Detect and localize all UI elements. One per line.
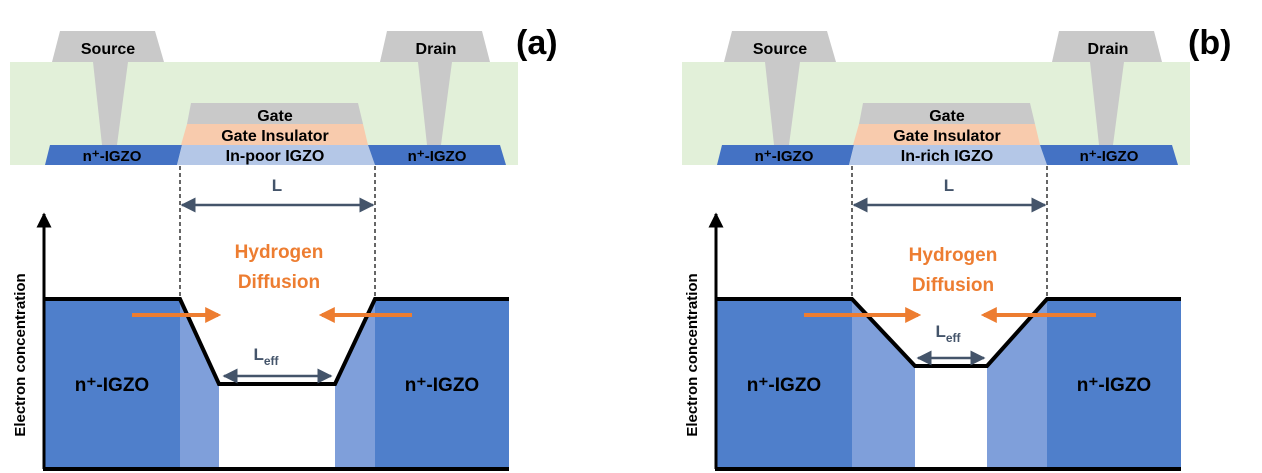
hydrogen-label-line2: Diffusion — [238, 272, 320, 293]
n-plus-left-region — [45, 145, 182, 165]
drain-label: Drain — [1088, 41, 1129, 58]
channel-region — [849, 145, 1047, 165]
gate-insulator-label: Gate Insulator — [893, 128, 1001, 145]
right-transition-region — [335, 299, 375, 469]
n-plus-right-region — [1040, 145, 1178, 165]
Leff-main: L — [253, 345, 263, 364]
source-label: Source — [753, 41, 807, 58]
panel-tag: (b) — [1188, 24, 1231, 62]
concentration-profile: Electron concentration L Leff Hydrogen D… — [12, 166, 509, 471]
device-cross-section: Source Drain Gate Gate Insulator In-rich… — [682, 31, 1190, 165]
band-n-plus-right-label: n⁺-IGZO — [1077, 375, 1151, 396]
L-label: L — [272, 176, 282, 195]
n-plus-right-label: n⁺-IGZO — [1080, 148, 1139, 165]
drain-pad — [380, 31, 490, 62]
Leff-sub: eff — [264, 354, 280, 368]
drain-label: Drain — [416, 41, 457, 58]
left-transition-region — [852, 299, 915, 469]
channel-region — [177, 145, 375, 165]
band-n-plus-left-label: n⁺-IGZO — [747, 375, 821, 396]
right-transition-region — [987, 299, 1047, 469]
gate-label: Gate — [929, 108, 965, 125]
y-axis-label: Electron concentration — [12, 273, 29, 436]
n-plus-left-band — [44, 299, 180, 469]
gate-insulator — [853, 124, 1040, 145]
panel-tag: (a) — [516, 24, 558, 62]
concentration-profile: Electron concentration L Leff Hydrogen D… — [684, 166, 1181, 471]
hydrogen-label-line1: Hydrogen — [909, 245, 998, 266]
n-plus-left-label: n⁺-IGZO — [83, 148, 142, 165]
drain-via — [1090, 62, 1124, 145]
n-plus-left-band — [716, 299, 852, 469]
panel-b: Source Drain Gate Gate Insulator In-rich… — [682, 24, 1231, 471]
Leff-label: Leff — [253, 345, 279, 368]
profile-line — [44, 297, 509, 386]
left-transition-region — [180, 299, 219, 469]
L-label: L — [944, 176, 954, 195]
n-plus-right-label: n⁺-IGZO — [408, 148, 467, 165]
source-pad — [724, 31, 836, 62]
n-plus-right-band — [375, 299, 509, 469]
channel-label: In-rich IGZO — [901, 148, 993, 165]
gate-electrode — [187, 103, 363, 124]
Leff-main: L — [935, 322, 945, 341]
y-axis-label: Electron concentration — [684, 273, 701, 436]
gate-insulator-label: Gate Insulator — [221, 128, 329, 145]
n-plus-left-region — [717, 145, 854, 165]
channel-label: In-poor IGZO — [226, 148, 325, 165]
device-cross-section: Source Drain Gate Gate Insulator In-poor… — [10, 31, 518, 165]
gate-label: Gate — [257, 108, 293, 125]
band-n-plus-left-label: n⁺-IGZO — [75, 375, 149, 396]
source-pad — [52, 31, 164, 62]
band-n-plus-right-label: n⁺-IGZO — [405, 375, 479, 396]
drain-pad — [1052, 31, 1162, 62]
panel-a: Source Drain Gate Gate Insulator In-poor… — [10, 24, 558, 471]
n-plus-right-region — [368, 145, 506, 165]
gate-electrode — [859, 103, 1035, 124]
n-plus-right-band — [1047, 299, 1181, 469]
gate-insulator — [181, 124, 368, 145]
Leff-sub: eff — [946, 331, 962, 345]
drain-via — [418, 62, 452, 145]
source-via — [93, 62, 128, 145]
hydrogen-label-line1: Hydrogen — [235, 242, 324, 263]
Leff-label: Leff — [935, 322, 961, 345]
n-plus-left-label: n⁺-IGZO — [755, 148, 814, 165]
hydrogen-label-line2: Diffusion — [912, 275, 994, 296]
source-via — [765, 62, 800, 145]
source-label: Source — [81, 41, 135, 58]
profile-line — [716, 297, 1181, 368]
